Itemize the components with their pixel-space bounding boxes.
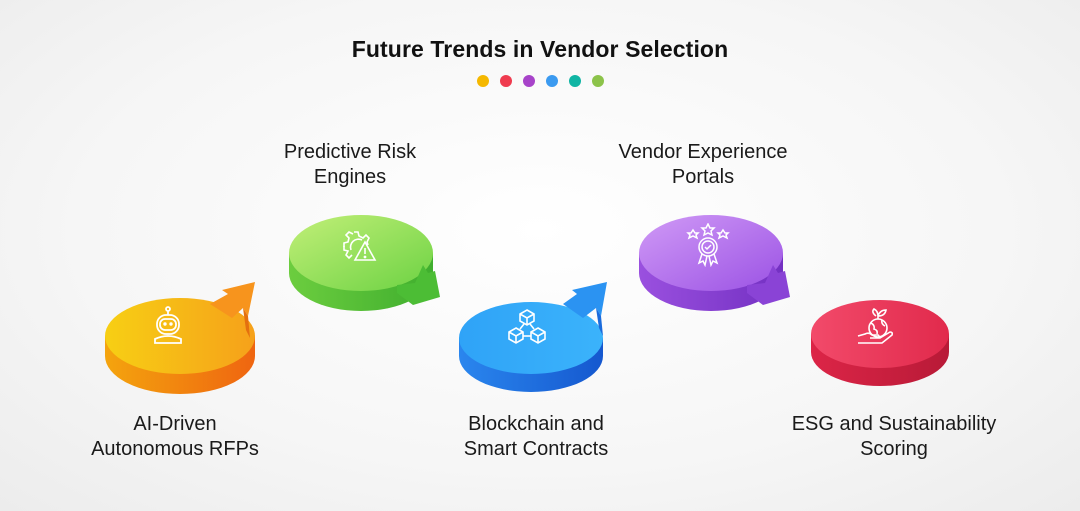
step-4-label-line2: Portals: [671, 166, 735, 188]
step-1-label-line2: Autonomous RFPs: [91, 438, 259, 460]
step-1-label: AI-Driven Autonomous RFPs: [45, 412, 305, 462]
step-4-label-line1: Vendor Experience: [618, 141, 788, 163]
blocks-icon: [508, 309, 546, 344]
step-1-disc: [105, 282, 255, 394]
step-2-label-line2: Engines: [313, 166, 387, 188]
step-2-label: Predictive Risk Engines: [220, 140, 480, 190]
step-5-label-line1: ESG and Sustainability: [791, 413, 997, 435]
dot-1: [476, 75, 489, 87]
step-1-label-line1: AI-Driven: [133, 413, 217, 435]
step-3-label-line2: Smart Contracts: [463, 438, 609, 460]
page-title: Future Trends in Vendor Selection: [351, 36, 729, 62]
decorative-dots: [0, 75, 1080, 87]
award-badge-icon: [686, 223, 730, 267]
step-5-label-line2: Scoring: [860, 438, 928, 460]
dot-3: [522, 75, 535, 87]
step-2-disc: [289, 215, 440, 311]
dot-6: [591, 75, 604, 87]
robot-icon: [154, 306, 182, 344]
step-3-label-line1: Blockchain and: [468, 413, 604, 435]
dot-4: [545, 75, 558, 87]
step-3-label: Blockchain and Smart Contracts: [406, 412, 666, 462]
dot-5: [568, 75, 581, 87]
hand-globe-plant-icon: [857, 308, 894, 344]
step-4-label: Vendor Experience Portals: [573, 140, 833, 190]
step-4-disc: [639, 215, 790, 311]
dot-2: [499, 75, 512, 87]
step-5-label: ESG and Sustainability Scoring: [764, 412, 1024, 462]
step-5-disc: [811, 300, 949, 386]
gear-warning-icon: [343, 231, 377, 261]
step-2-label-line1: Predictive Risk: [283, 141, 417, 163]
